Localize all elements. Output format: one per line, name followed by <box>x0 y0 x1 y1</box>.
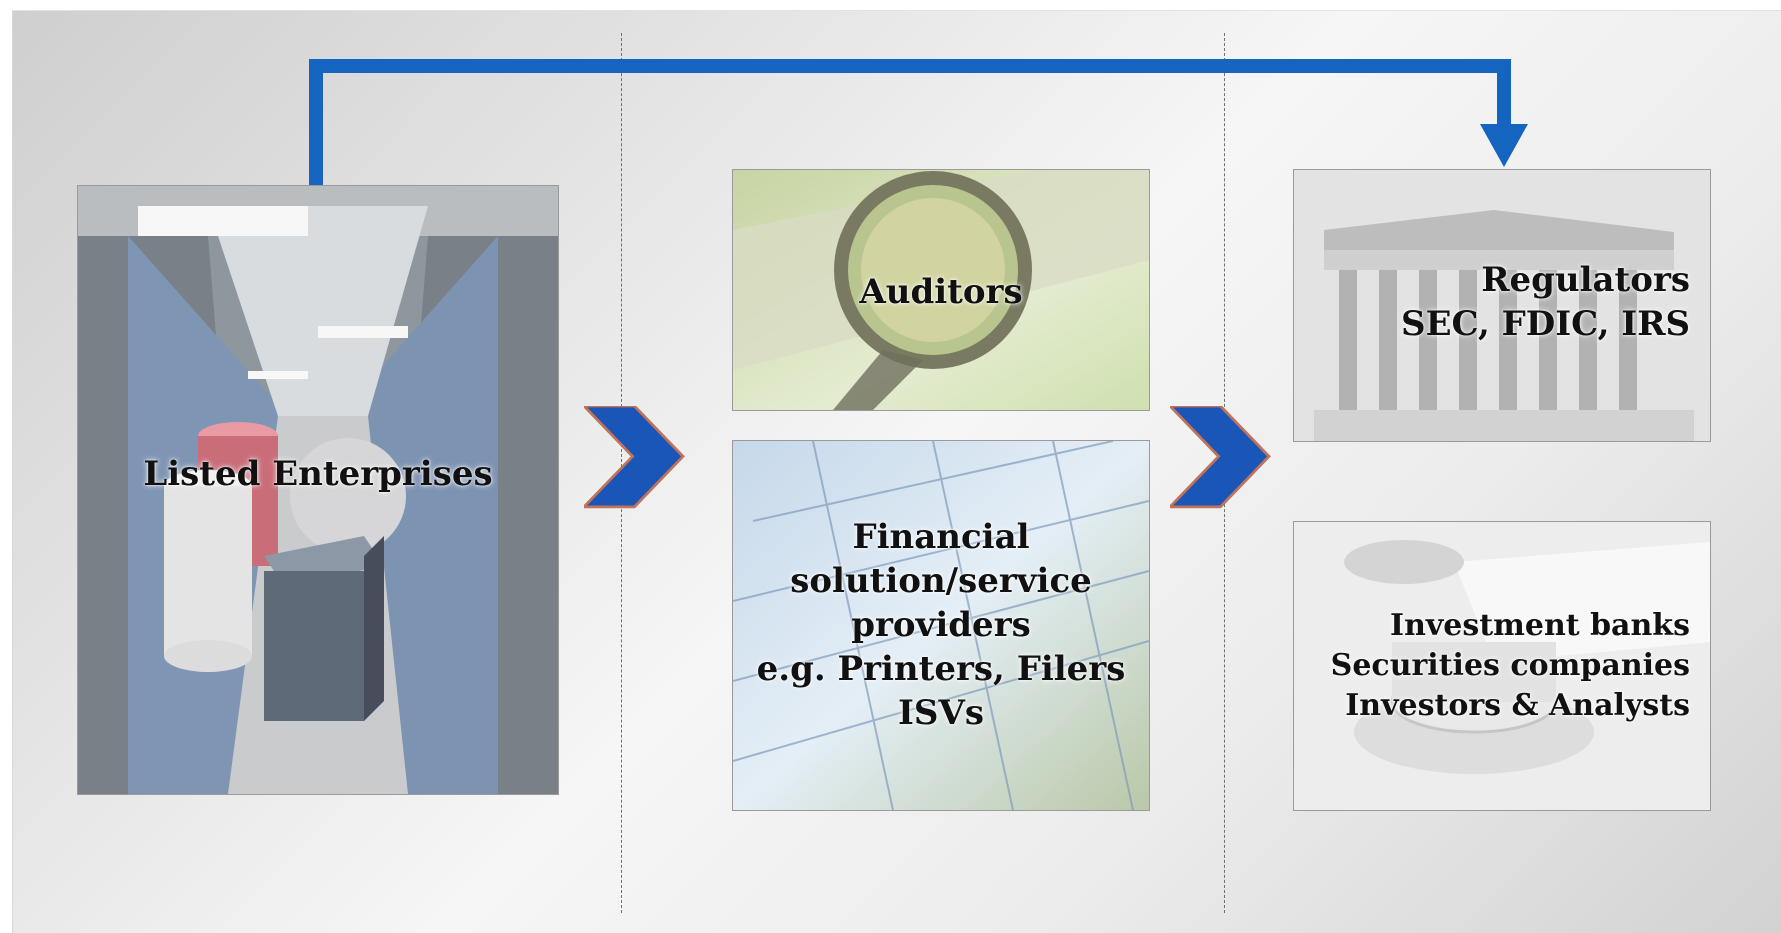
auditors-label: Auditors <box>859 272 1023 312</box>
financial-providers-label-5: ISVs <box>898 693 984 733</box>
investors-label-1: Investment banks <box>1390 608 1690 643</box>
chevron-arrow-icon <box>584 406 685 509</box>
financial-providers-panel: Financial solution/service providers e.g… <box>733 441 1149 810</box>
spreadsheet-image <box>733 441 1149 810</box>
investors-panel: Investment banks Securities companies In… <box>1294 522 1710 810</box>
regulators-label-2: SEC, FDIC, IRS <box>1401 304 1690 344</box>
listed-enterprises-label: Listed Enterprises <box>143 454 493 494</box>
chevron-arrow-icon <box>1170 406 1271 509</box>
financial-providers-label-2: solution/service <box>790 561 1092 601</box>
magnifying-glass-image <box>733 170 1149 410</box>
financial-providers-label-4: e.g. Printers, Filers <box>756 649 1126 689</box>
investors-label-3: Investors & Analysts <box>1345 688 1690 723</box>
investors-label-2: Securities companies <box>1330 648 1690 683</box>
auditors-panel: Auditors <box>733 170 1149 410</box>
regulators-label-1: Regulators <box>1481 260 1690 300</box>
courthouse-image <box>1294 170 1710 441</box>
regulators-panel: Regulators SEC, FDIC, IRS <box>1294 170 1710 441</box>
listed-enterprises-panel: Listed Enterprises <box>78 186 558 794</box>
server-corridor-image <box>78 186 558 794</box>
financial-providers-label-3: providers <box>851 605 1031 645</box>
financial-providers-label-1: Financial <box>852 517 1030 557</box>
coffee-cup-image <box>1294 522 1710 810</box>
